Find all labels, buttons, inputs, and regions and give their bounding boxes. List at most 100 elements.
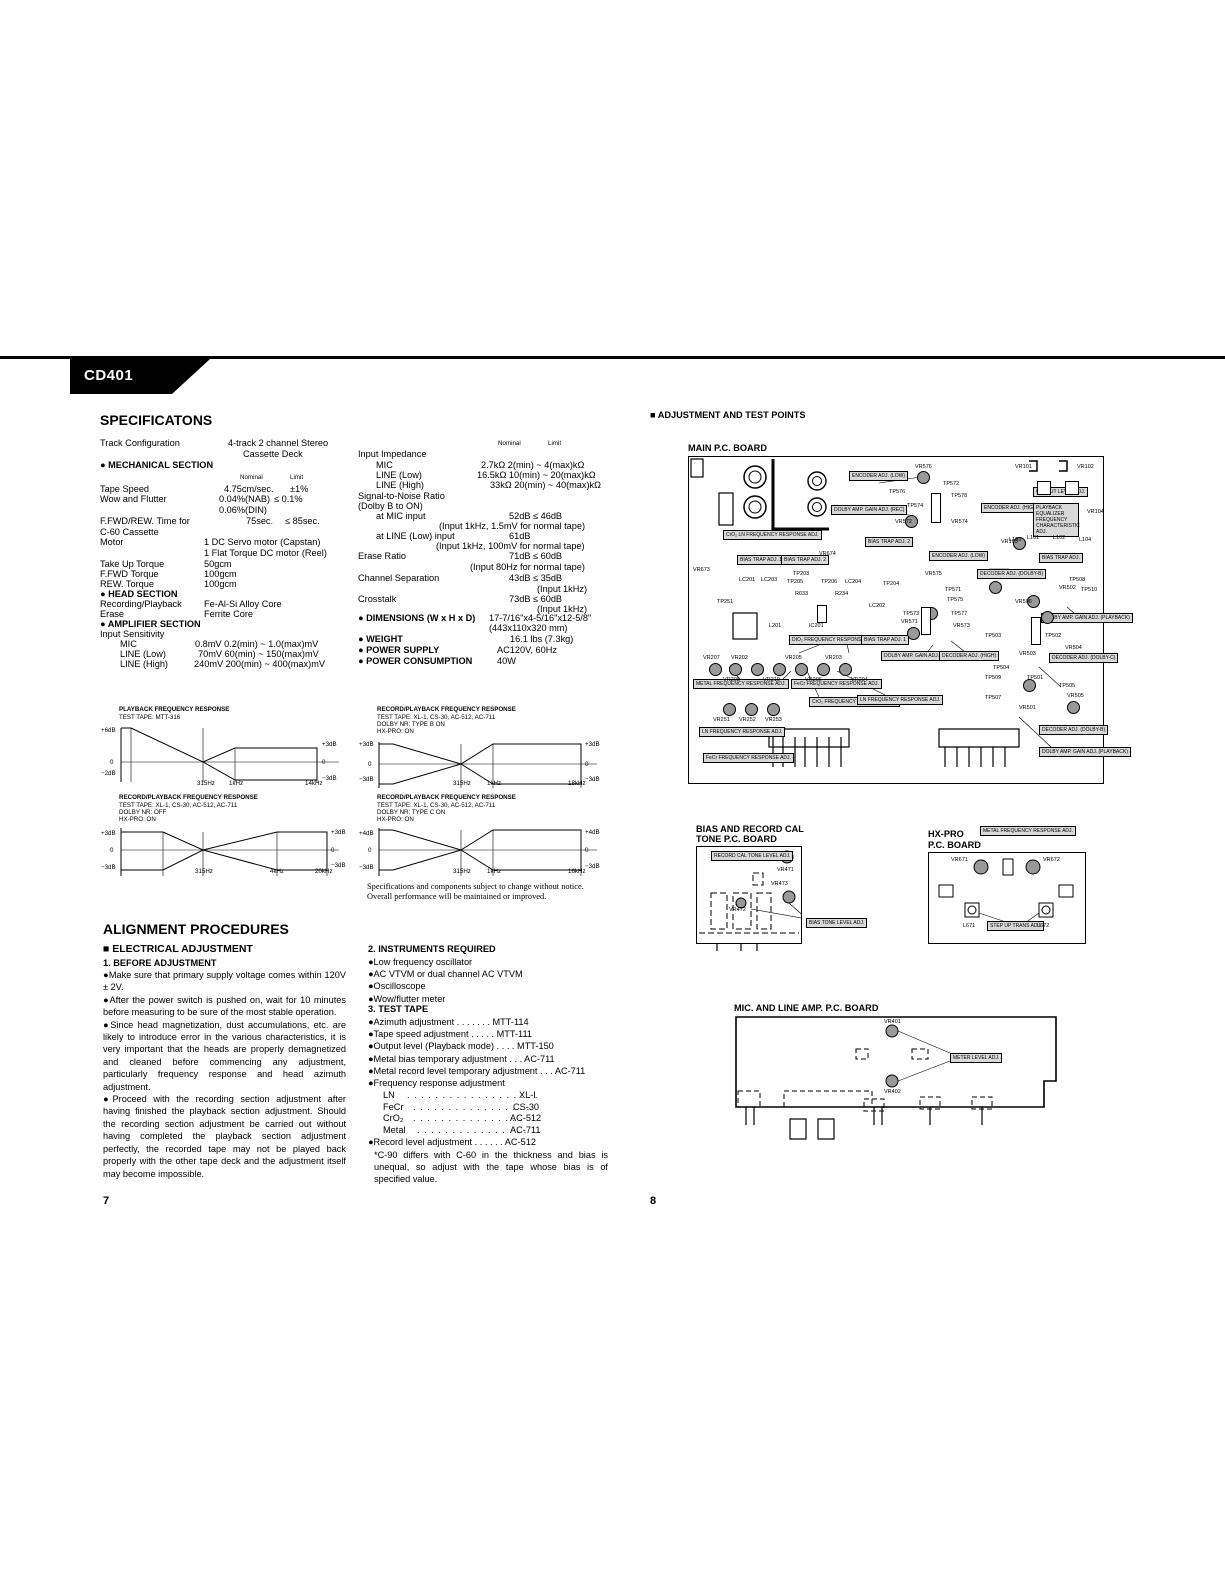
- freq-row-value: XL-I: [519, 1090, 536, 1100]
- rew-torque-value: 100gcm: [204, 579, 237, 589]
- consumption-label: ● POWER CONSUMPTION: [358, 656, 473, 666]
- graph-rmid: 0: [585, 761, 589, 768]
- graph-rbot: −3dB: [585, 863, 600, 870]
- freq-row: CrO₂. . . . . . . . . . . . . . . .AC-51…: [383, 1113, 543, 1125]
- pcb-label: VR572: [895, 519, 912, 525]
- bullet-2: ●After the power switch is pushed on, wa…: [103, 994, 346, 1018]
- graph-rtop: +3dB: [331, 829, 346, 836]
- trimmer-pot: [905, 515, 918, 528]
- pcb-label: TP503: [985, 633, 1002, 639]
- bias-box: BIAS TONE LEVEL ADJ.: [806, 918, 868, 928]
- pcb-label: VR506: [1015, 599, 1032, 605]
- spec-note: Specifications and components subject to…: [367, 882, 584, 902]
- snr-line-note: (Input 1kHz, 100mV for normal tape): [436, 541, 585, 551]
- hx-pcb-title2: P.C. BOARD: [928, 840, 981, 850]
- c90-note: *C-90 differs with C-60 in the thickness…: [374, 1150, 608, 1185]
- wow-nominal2: 0.06%(DIN): [219, 505, 267, 515]
- graph-x1: 315Hz: [197, 780, 215, 787]
- trimmer-pot: [751, 663, 764, 676]
- trimmer-pot: [767, 703, 780, 716]
- ffwd-time-label: F.FWD/REW. Time for: [100, 516, 190, 526]
- pcb-label: VR104: [1087, 509, 1104, 515]
- weight-value: 16.1 lbs (7.3kg): [510, 634, 574, 644]
- track-config-label: Track Configuration: [100, 438, 180, 448]
- instrument-item: ●Low frequency oscillator: [368, 957, 473, 967]
- sens-mic-value: 0.8mV 0.2(min) ~ 1.0(max)mV: [195, 639, 319, 649]
- crosstalk: Crosstalk: [358, 594, 397, 604]
- graph-sub: TEST TAPE: XL-1, CS-30, AC-512, AC-711: [119, 802, 238, 809]
- bullet-3: ●Since head magnetization, dust accumula…: [103, 1019, 346, 1092]
- pcb-label: VR473: [771, 881, 788, 887]
- erase-value: Ferrite Core: [204, 609, 254, 619]
- graph-svg-3: [120, 828, 339, 876]
- hx-box: STEP UP TRANS ADJ.: [987, 921, 1045, 931]
- snr-label: Signal-to-Noise Ratio: [358, 491, 445, 501]
- imp-mic-label: MIC: [376, 460, 393, 470]
- tape-item: ●Frequency response adjustment: [368, 1078, 505, 1089]
- graph-svg-2: [378, 742, 597, 788]
- graph-rtop: +3dB: [585, 741, 600, 748]
- pcb-component: [1037, 481, 1051, 495]
- trimmer-pot: [1041, 611, 1054, 624]
- trimmer-pot: [1013, 537, 1026, 550]
- main-box: DOLBY AMP. GAIN ADJ. (PLAYBACK): [1039, 747, 1131, 757]
- imp-linelow-value: 16.5kΩ 10(min) ~ 20(max)kΩ: [477, 470, 596, 480]
- snr-mic: at MIC input: [376, 511, 426, 521]
- right-limit: Limit: [548, 440, 562, 447]
- instruments-list: ●Low frequency oscillator ●AC VTVM or du…: [368, 956, 523, 1005]
- freq-row: FeCr. . . . . . . . . . . . . . . . .CS-…: [383, 1102, 543, 1114]
- ffwd-time-limit: ≤ 85sec.: [285, 516, 320, 526]
- graph-x2: 4kHz: [270, 868, 285, 875]
- pcb-label: TP577: [951, 611, 968, 617]
- weight-label: ● WEIGHT: [358, 634, 403, 644]
- main-box: DOLBY AMP. GAIN ADJ. (REC): [831, 505, 908, 515]
- snr-mic-note: (Input 1kHz, 1.5mV for normal tape): [439, 521, 586, 531]
- specs-title: SPECIFICATONS: [100, 412, 213, 428]
- pcb-label: TP572: [943, 481, 960, 487]
- electrical-heading: ■ ELECTRICAL ADJUSTMENT: [103, 943, 253, 955]
- graph-sub: TEST TAPE: MTT-316: [119, 714, 181, 721]
- pcb-label: VR253: [765, 717, 782, 723]
- mic-pcb-outline: [735, 1016, 1057, 1140]
- graph-ymid: 0: [110, 759, 114, 766]
- snr-mic-value: 52dB ≤ 46dB: [509, 511, 563, 521]
- sens-mic-label: MIC: [120, 639, 137, 649]
- tape-item: ●Output level (Playback mode) . . . . MT…: [368, 1041, 554, 1052]
- graph-rtop: +4dB: [585, 829, 600, 836]
- pcb-label: VR208: [723, 677, 740, 683]
- pcb-label: VR503: [1019, 651, 1036, 657]
- pcb-label: VR472: [729, 907, 746, 913]
- track-config-value1: 4-track 2 channel Stereo: [228, 438, 329, 448]
- main-box: DOLBY AMP. GAIN ADJ. (PLAYBACK): [1041, 613, 1133, 623]
- crosstalk-note: (Input 1kHz): [537, 604, 588, 614]
- graph-svg-4: [378, 828, 597, 876]
- graph-x2: 1kHz: [487, 780, 502, 787]
- power-label: ● POWER SUPPLY: [358, 645, 440, 655]
- trimmer-pot: [1023, 679, 1036, 692]
- pcb-label: VR674: [819, 551, 836, 557]
- freq-row-label: CrO₂: [383, 1113, 404, 1123]
- trimmer-pot: [1027, 595, 1040, 608]
- main-box: BIAS TRAP ADJ.: [1039, 553, 1083, 563]
- graph-sub: DOLBY NR: TYPE C ON: [377, 809, 446, 816]
- hx-pcb-outline: [938, 858, 1074, 924]
- main-box: BIAS TRAP ADJ. 2: [781, 555, 830, 565]
- graph-x3: 18kHz: [568, 780, 586, 787]
- motor-value1: 1 DC Servo motor (Capstan): [204, 537, 321, 547]
- pcb-label: TP574: [907, 503, 924, 509]
- pcb-label: VR251: [713, 717, 730, 723]
- main-box: ENCODER ADJ. (LOW): [929, 551, 989, 561]
- pcb-label: VR206: [805, 677, 822, 683]
- hx-pcb-title1: HX-PRO: [928, 829, 964, 839]
- main-pcb-diagram: ENCODER ADJ. (LOW) DOLBY AMP. GAIN ADJ. …: [688, 456, 1133, 784]
- freq-row-label: LN: [383, 1090, 395, 1100]
- leader-dots: . . . . . . . . . . . . . . . .: [417, 1124, 528, 1135]
- pcb-label: VR207: [703, 655, 720, 661]
- graph-x3: 14kHz: [305, 780, 323, 787]
- tape-item: ●Metal record level temporary adjustment…: [368, 1065, 586, 1076]
- freq-row-label: Metal: [383, 1124, 406, 1135]
- pcb-label: TP508: [1069, 577, 1086, 583]
- bias-pcb-title2: TONE P.C. BOARD: [696, 834, 777, 844]
- erase-ratio: Erase Ratio: [358, 551, 407, 561]
- ffwd-time-label2: C-60 Cassette: [100, 527, 159, 537]
